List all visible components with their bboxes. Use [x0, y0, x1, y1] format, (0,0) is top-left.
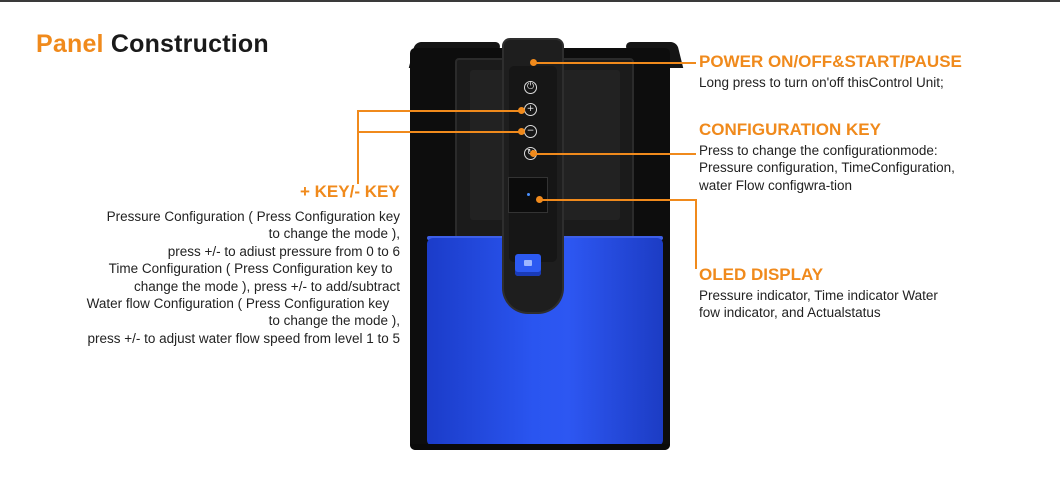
- config-connector: [534, 153, 696, 155]
- key-description: Pressure Configuration ( Press Configura…: [87, 208, 400, 347]
- minus-icon[interactable]: −: [524, 125, 537, 138]
- plus-connector: [357, 110, 522, 112]
- power-connector-dot: [530, 59, 537, 66]
- control-panel-face: [509, 66, 557, 262]
- key-line: Water flow Configuration ( Press Configu…: [86, 296, 390, 312]
- oled-connector-dot: [536, 196, 543, 203]
- top-border: [0, 0, 1060, 2]
- config-heading: CONFIGURATION KEY: [699, 120, 881, 139]
- power-heading: POWER ON/OFF&START/PAUSE: [699, 52, 962, 71]
- power-line: Long press to turn on'off thisControl Un…: [699, 75, 944, 90]
- oled-screen: [508, 177, 548, 213]
- oled-indicator: [527, 193, 530, 196]
- power-description: Long press to turn on'off thisControl Un…: [699, 74, 944, 91]
- plus-connector-dot: [518, 107, 525, 114]
- minus-connector: [357, 131, 522, 133]
- plus-icon[interactable]: +: [524, 103, 537, 116]
- power-icon[interactable]: ⏻: [524, 81, 537, 94]
- power-connector: [534, 62, 696, 64]
- key-line: Time Configuration ( Press Configuration…: [108, 261, 393, 277]
- key-line: Pressure Configuration ( Press Configura…: [106, 209, 400, 224]
- key-heading: + KEY/- KEY: [300, 182, 400, 201]
- oled-connector-h: [540, 199, 696, 201]
- key-line: to change the mode ),: [268, 313, 400, 329]
- key-line: change the mode ), press +/- to add/subt…: [133, 278, 400, 294]
- minus-connector-dot: [518, 128, 525, 135]
- faucet-tab: [515, 254, 541, 276]
- oled-line: fow indicator, and Actualstatus: [699, 305, 881, 321]
- device-base: [410, 444, 670, 450]
- config-description: Press to change the configurationmode: P…: [699, 142, 955, 194]
- key-line: press +/- to adiust pressure from 0 to 6: [167, 243, 400, 259]
- oled-line: Pressure indicator, Time indicator Water: [699, 288, 938, 303]
- key-line: to change the mode ),: [268, 226, 400, 242]
- oled-heading: OLED DISPLAY: [699, 265, 824, 284]
- faucet-tab-mark: [524, 260, 532, 266]
- config-line: water Flow configwra-tion: [699, 177, 853, 193]
- water-purifier-device: ⏻ + − ↻: [400, 40, 684, 450]
- page-title: Panel Construction: [36, 30, 269, 59]
- title-rest: Construction: [110, 30, 269, 58]
- key-line: press +/- to adjust water flow speed fro…: [87, 330, 400, 346]
- key-connector-v: [357, 110, 359, 184]
- config-connector-dot: [530, 150, 537, 157]
- oled-description: Pressure indicator, Time indicator Water…: [699, 287, 938, 322]
- title-accent: Panel: [36, 30, 104, 58]
- config-line: Press to change the configurationmode:: [699, 143, 938, 158]
- oled-connector-v: [695, 199, 697, 269]
- config-line: Pressure configuration, TimeConfiguratio…: [699, 160, 955, 176]
